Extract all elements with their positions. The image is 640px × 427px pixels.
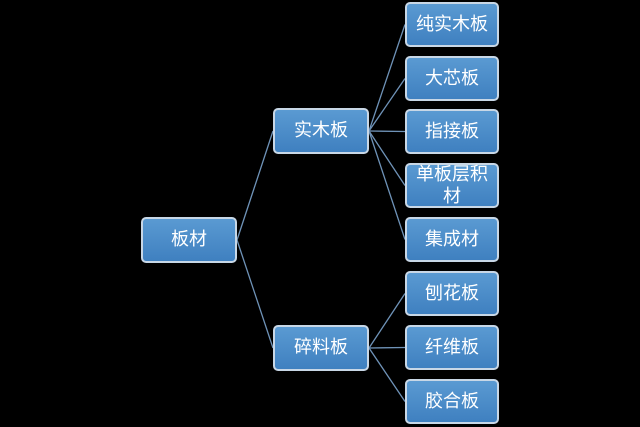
leaf-node-blockboard: 大芯板	[405, 56, 499, 101]
leaf-node-pure-solid-wood-board: 纯实木板	[405, 2, 499, 47]
connector-branch-1-to-leaf-2	[368, 78, 406, 132]
branch-node-solid-wood-board: 实木板	[273, 108, 369, 154]
branch-node-particle-board-group: 碎料板	[273, 325, 369, 371]
connector-branch-1-to-leaf-4	[368, 130, 406, 186]
leaf-node-laminated-veneer-lumber: 单板层积材	[405, 163, 499, 208]
leaf-node-finger-joint-board: 指接板	[405, 109, 499, 154]
connector-branch-1-to-leaf-3	[368, 130, 406, 133]
connector-root-to-branch-2	[236, 239, 274, 349]
root-node-board-material: 板材	[141, 217, 237, 263]
leaf-node-particleboard: 刨花板	[405, 271, 499, 316]
connector-branch-1-to-leaf-1	[368, 24, 406, 132]
leaf-node-glued-laminated-board: 集成材	[405, 217, 499, 262]
connector-root-to-branch-1	[236, 130, 274, 241]
connector-branch-2-to-leaf-2	[368, 346, 406, 349]
connector-branch-1-to-leaf-5	[368, 130, 406, 240]
leaf-node-plywood: 胶合板	[405, 379, 499, 424]
leaf-node-fiberboard: 纤维板	[405, 325, 499, 370]
connector-branch-2-to-leaf-3	[368, 347, 406, 402]
connector-branch-2-to-leaf-1	[368, 293, 406, 349]
